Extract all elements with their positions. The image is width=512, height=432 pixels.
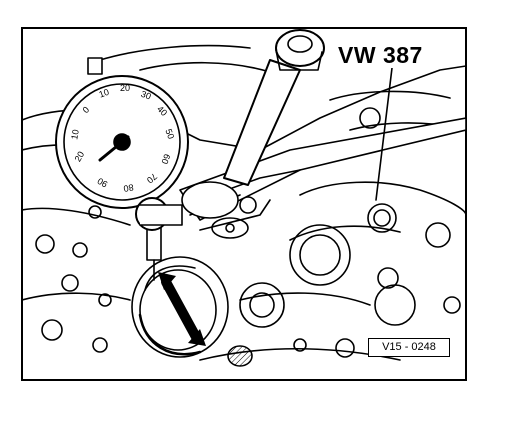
reference-code: V15 - 0248 xyxy=(368,338,450,357)
dial-number: 50 xyxy=(163,128,176,141)
label-leader xyxy=(375,67,393,201)
dial-number: 0 xyxy=(81,105,92,116)
valve-seats xyxy=(239,224,416,328)
dial-number: 70 xyxy=(145,171,159,185)
tool-label: VW 387 xyxy=(335,42,426,68)
dial-number: 10 xyxy=(69,129,81,141)
dial-number: 10 xyxy=(98,87,111,100)
dial-number: 60 xyxy=(159,153,172,166)
dial-gauge xyxy=(55,57,189,231)
dial-number: 80 xyxy=(123,182,135,194)
valve-bore xyxy=(131,256,229,358)
dial-number: 30 xyxy=(140,89,153,102)
tool-handle xyxy=(223,29,325,186)
dial-number: 20 xyxy=(73,150,87,164)
tool-vw387 xyxy=(179,117,466,239)
dial-number: 20 xyxy=(120,83,130,93)
valve-spring-hatched xyxy=(227,345,253,367)
diagram-frame xyxy=(21,27,467,381)
dial-numbers: 20 10 0 10 20 30 40 50 60 70 80 90 xyxy=(69,83,176,194)
dial-number: 90 xyxy=(96,176,110,190)
